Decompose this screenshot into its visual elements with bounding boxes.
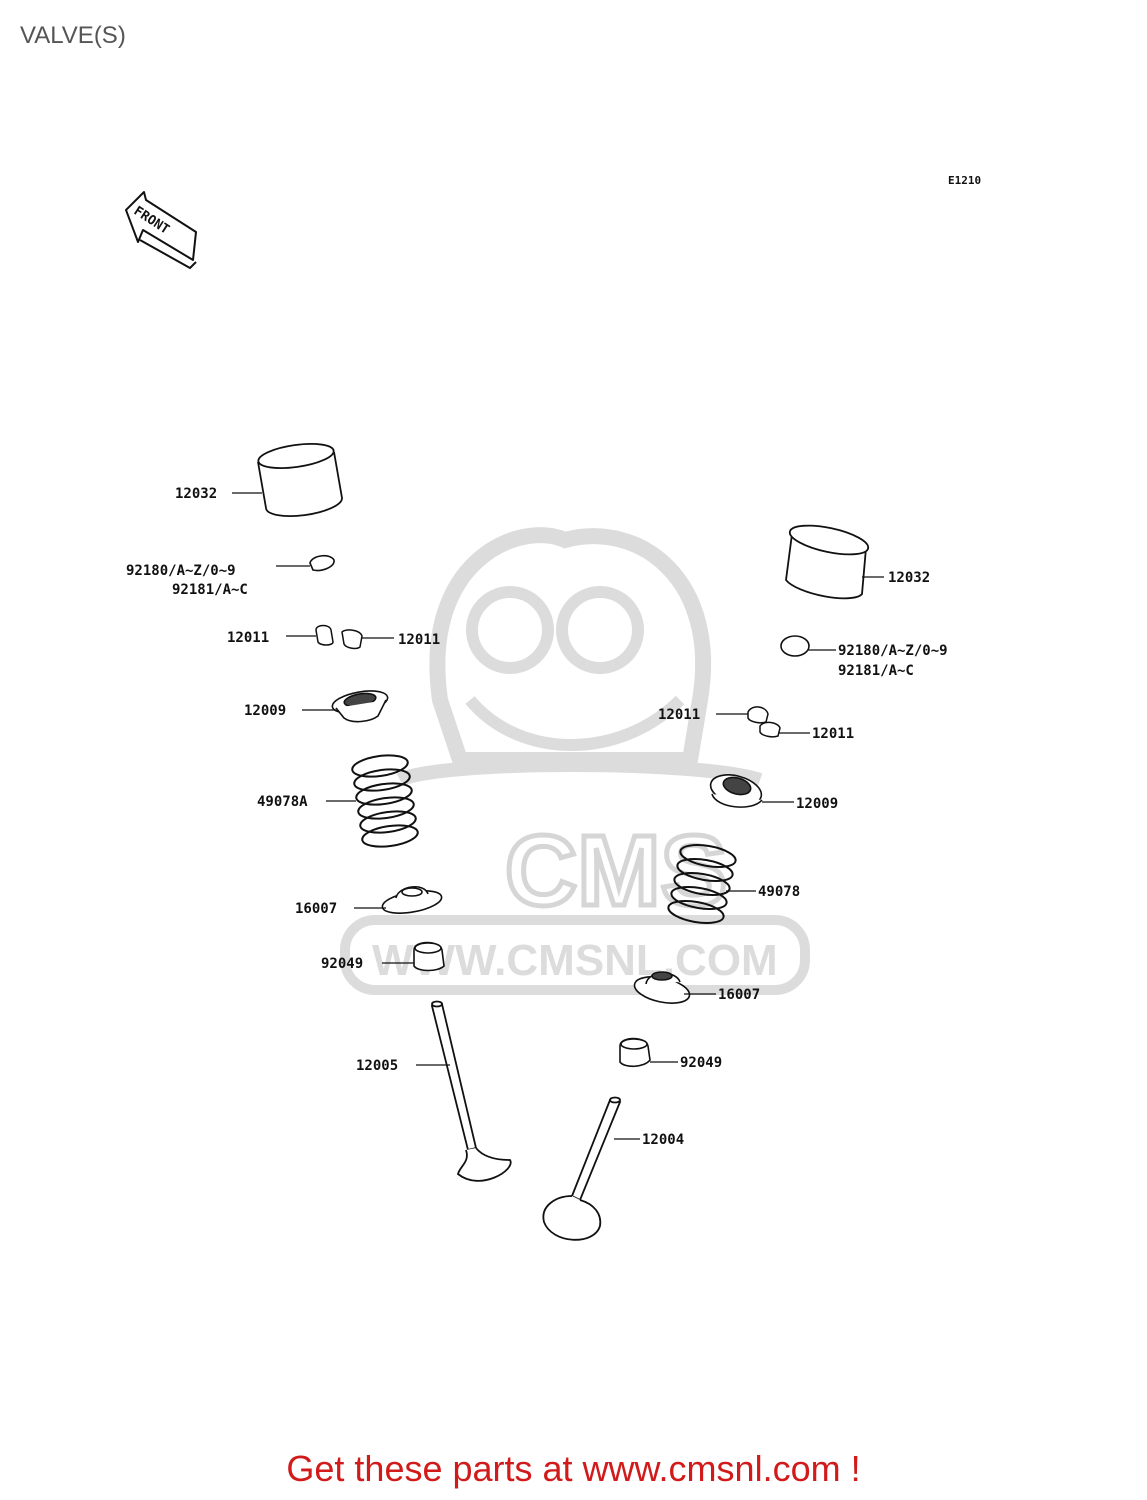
callout-12009-left: 12009	[244, 703, 286, 719]
shim-right	[780, 635, 810, 657]
watermark-brand: CMS	[505, 815, 727, 927]
callout-16007-right: 16007	[718, 987, 760, 1003]
callout-92049-left: 92049	[321, 956, 363, 972]
spring-left	[351, 754, 419, 848]
shim-left	[309, 554, 335, 572]
footer-parts-link[interactable]: Get these parts at www.cmsnl.com !	[286, 1448, 861, 1489]
page-title: VALVE(S)	[20, 22, 126, 49]
tappet-right	[785, 524, 870, 600]
diagram-code: E1210	[948, 174, 981, 187]
callout-12011-right-b: 12011	[812, 726, 854, 742]
callout-49078a-left: 49078A	[257, 794, 308, 810]
stem-seal-left	[413, 941, 445, 972]
callout-12032-left: 12032	[175, 486, 217, 502]
callout-12032-right: 12032	[888, 570, 930, 586]
callout-49078-right: 49078	[758, 884, 800, 900]
callout-92180-right: 92180/A~Z/0~9	[838, 643, 948, 659]
valve-left	[430, 1000, 512, 1182]
front-arrow-icon: FRONT	[125, 191, 197, 270]
valve-exploded-diagram: CMS WWW.CMSNL.COM E1210 FRONT	[125, 174, 981, 1241]
keepers-left	[315, 624, 363, 650]
callout-92181-left: 92181/A~C	[172, 582, 248, 598]
tappet-left	[257, 442, 343, 518]
callout-12005-left: 12005	[356, 1058, 398, 1074]
keepers-right	[747, 706, 781, 738]
callout-12004-right: 12004	[642, 1132, 684, 1148]
retainer-left	[331, 690, 389, 723]
stem-seal-right	[619, 1037, 651, 1068]
callout-92181-right: 92181/A~C	[838, 663, 914, 679]
callout-12009-right: 12009	[796, 796, 838, 812]
callout-92180-left: 92180/A~Z/0~9	[126, 563, 236, 579]
callout-12011-left-b: 12011	[398, 632, 440, 648]
cms-watermark	[340, 527, 810, 995]
spring-right	[667, 844, 737, 924]
callout-12011-left-a: 12011	[227, 630, 269, 646]
callout-16007-left: 16007	[295, 901, 337, 917]
valve-right	[542, 1096, 622, 1241]
leader-lines	[232, 492, 884, 1140]
callout-92049-right: 92049	[680, 1055, 722, 1071]
retainer-right	[709, 774, 763, 808]
callout-12011-right-a: 12011	[658, 707, 700, 723]
spring-seat-left	[381, 886, 443, 914]
spring-seat-right	[633, 971, 691, 1004]
